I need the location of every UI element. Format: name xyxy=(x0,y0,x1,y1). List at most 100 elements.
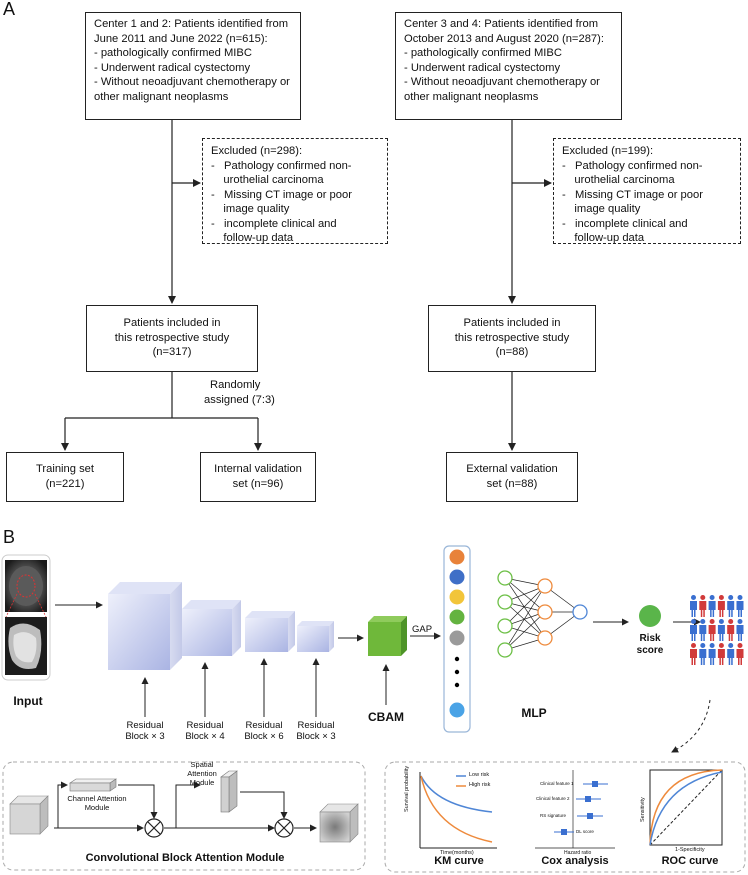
panel-a-letter: A xyxy=(3,0,16,19)
km-legend-high: High risk xyxy=(469,782,491,788)
cbam-cube xyxy=(368,616,407,656)
randomly-line: Randomly xyxy=(210,379,261,391)
resblock-label-2: Residual Block × 4 xyxy=(180,720,230,742)
excluded34-line: - Missing CT image or poor xyxy=(562,188,703,201)
gap-ellipsis-dot xyxy=(454,656,460,662)
person-icon-blue xyxy=(717,619,725,641)
mlp-node xyxy=(572,604,588,620)
channel-attention-bar xyxy=(69,778,117,792)
spatial-line: Attention xyxy=(187,769,217,778)
resblock-line: Residual xyxy=(245,720,283,731)
included34-line: (n=88) xyxy=(495,346,529,358)
resblock-line: Block × 3 xyxy=(125,731,165,742)
mlp-edge xyxy=(504,611,546,651)
excluded34-line: - incomplete clinical and xyxy=(562,217,688,230)
resblock-line: Block × 6 xyxy=(244,731,284,742)
mlp-label: MLP xyxy=(521,706,547,720)
spatial-line: Spatial xyxy=(190,760,214,769)
resblock-line: Block × 4 xyxy=(185,731,225,742)
randomly-line: assigned (7:3) xyxy=(204,394,275,406)
gap-ellipsis-dot xyxy=(454,669,460,675)
center34-line: - pathologically confirmed MIBC xyxy=(404,47,562,59)
external-line: set (n=88) xyxy=(486,477,538,490)
center12-line: other malignant neoplasms xyxy=(94,90,229,103)
external-line: External validation xyxy=(466,463,558,475)
cox-title: Cox analysis xyxy=(541,855,609,867)
person-icon-blue xyxy=(708,643,716,665)
excluded12-line: follow-up data xyxy=(211,232,294,244)
gap-dots xyxy=(449,549,465,718)
mlp-node xyxy=(497,570,513,586)
person-icon-blue xyxy=(736,619,744,641)
person-icon-blue xyxy=(690,619,697,641)
km-ylabel: Survival probability xyxy=(404,765,410,812)
risk-line: Risk xyxy=(639,633,661,644)
resblock-line: Residual xyxy=(186,720,224,731)
km-title: KM curve xyxy=(434,855,484,867)
gap-ellipsis-dot xyxy=(454,682,460,688)
mlp-node xyxy=(537,604,553,620)
person-icon-blue xyxy=(736,595,744,617)
cbam-output-cube xyxy=(319,803,359,843)
cbam-module-title: Convolutional Block Attention Module xyxy=(85,852,285,864)
risk-score-dot xyxy=(639,605,661,627)
excluded12-line: - Pathology confirmed non- xyxy=(211,159,352,172)
gap-label: GAP xyxy=(412,624,433,635)
included12-line: this retrospective study xyxy=(114,331,230,344)
excluded12-line: - incomplete clinical and xyxy=(211,217,337,230)
spatial-line: Module xyxy=(189,778,215,787)
km-legend-low: Low risk xyxy=(469,772,490,778)
spatial-attention-slab xyxy=(220,770,238,813)
km-high-risk-curve xyxy=(420,775,493,843)
person-icon-red xyxy=(708,619,716,641)
person-icon-blue xyxy=(727,595,735,617)
person-icon-red xyxy=(699,595,707,617)
resblock-cube-2 xyxy=(182,600,241,656)
person-icon-red xyxy=(717,595,725,617)
mlp-node xyxy=(497,618,513,634)
roc-plot xyxy=(649,769,723,846)
mlp-edge xyxy=(504,601,546,639)
gap-feature-dot xyxy=(449,702,465,718)
mlp-node xyxy=(537,578,553,594)
resblock-cube-1 xyxy=(108,582,182,670)
center34-box: Center 3 and 4: Patients identified from… xyxy=(395,12,622,120)
resblock-label-3: Residual Block × 6 xyxy=(239,720,289,742)
cox-row-label: Clinical feature 1 xyxy=(540,781,574,786)
mlp-node xyxy=(537,630,553,646)
internal-line: set (n=96) xyxy=(232,477,284,490)
center12-box: Center 1 and 2: Patients identified from… xyxy=(85,12,301,120)
input-label: Input xyxy=(13,694,43,708)
person-icon-red xyxy=(690,643,697,665)
center34-line: other malignant neoplasms xyxy=(404,90,539,103)
center34-line: - Underwent radical cystectomy xyxy=(404,61,561,74)
center34-line: Center 3 and 4: Patients identified from xyxy=(404,18,599,30)
excluded34-line: image quality xyxy=(562,203,641,215)
randomly-assigned-label: Randomly assigned (7:3) xyxy=(204,378,275,408)
cox-row-label: RS signature xyxy=(540,813,567,818)
internal-box: Internal validation set (n=96) xyxy=(200,452,316,502)
excluded12-box: Excluded (n=298): - Pathology confirmed … xyxy=(202,138,388,244)
center12-line: - pathologically confirmed MIBC xyxy=(94,47,252,59)
channel-line: Module xyxy=(84,803,110,812)
km-low-risk-curve xyxy=(420,775,493,813)
person-icon-blue xyxy=(699,643,707,665)
cbam-input-cube xyxy=(9,795,49,835)
gap-feature-dot xyxy=(449,609,465,625)
spatial-attention-label: Spatial Attention Module xyxy=(180,760,224,787)
risk-line: score xyxy=(636,645,664,656)
mlp-edge xyxy=(504,577,546,639)
cox-forest-plot xyxy=(535,770,615,849)
training-line: (n=221) xyxy=(45,477,85,490)
resblock-line: Residual xyxy=(297,720,335,731)
resblock-line: Residual xyxy=(126,720,164,731)
excluded34-line: follow-up data xyxy=(562,232,645,244)
mlp-network xyxy=(497,570,588,658)
excluded12-line: Excluded (n=298): xyxy=(211,145,303,157)
cox-row-label: Clinical feature 2 xyxy=(536,796,570,801)
training-line: Training set xyxy=(35,463,95,475)
excluded34-line: - Pathology confirmed non- xyxy=(562,159,703,172)
gap-feature-dot xyxy=(449,589,465,605)
